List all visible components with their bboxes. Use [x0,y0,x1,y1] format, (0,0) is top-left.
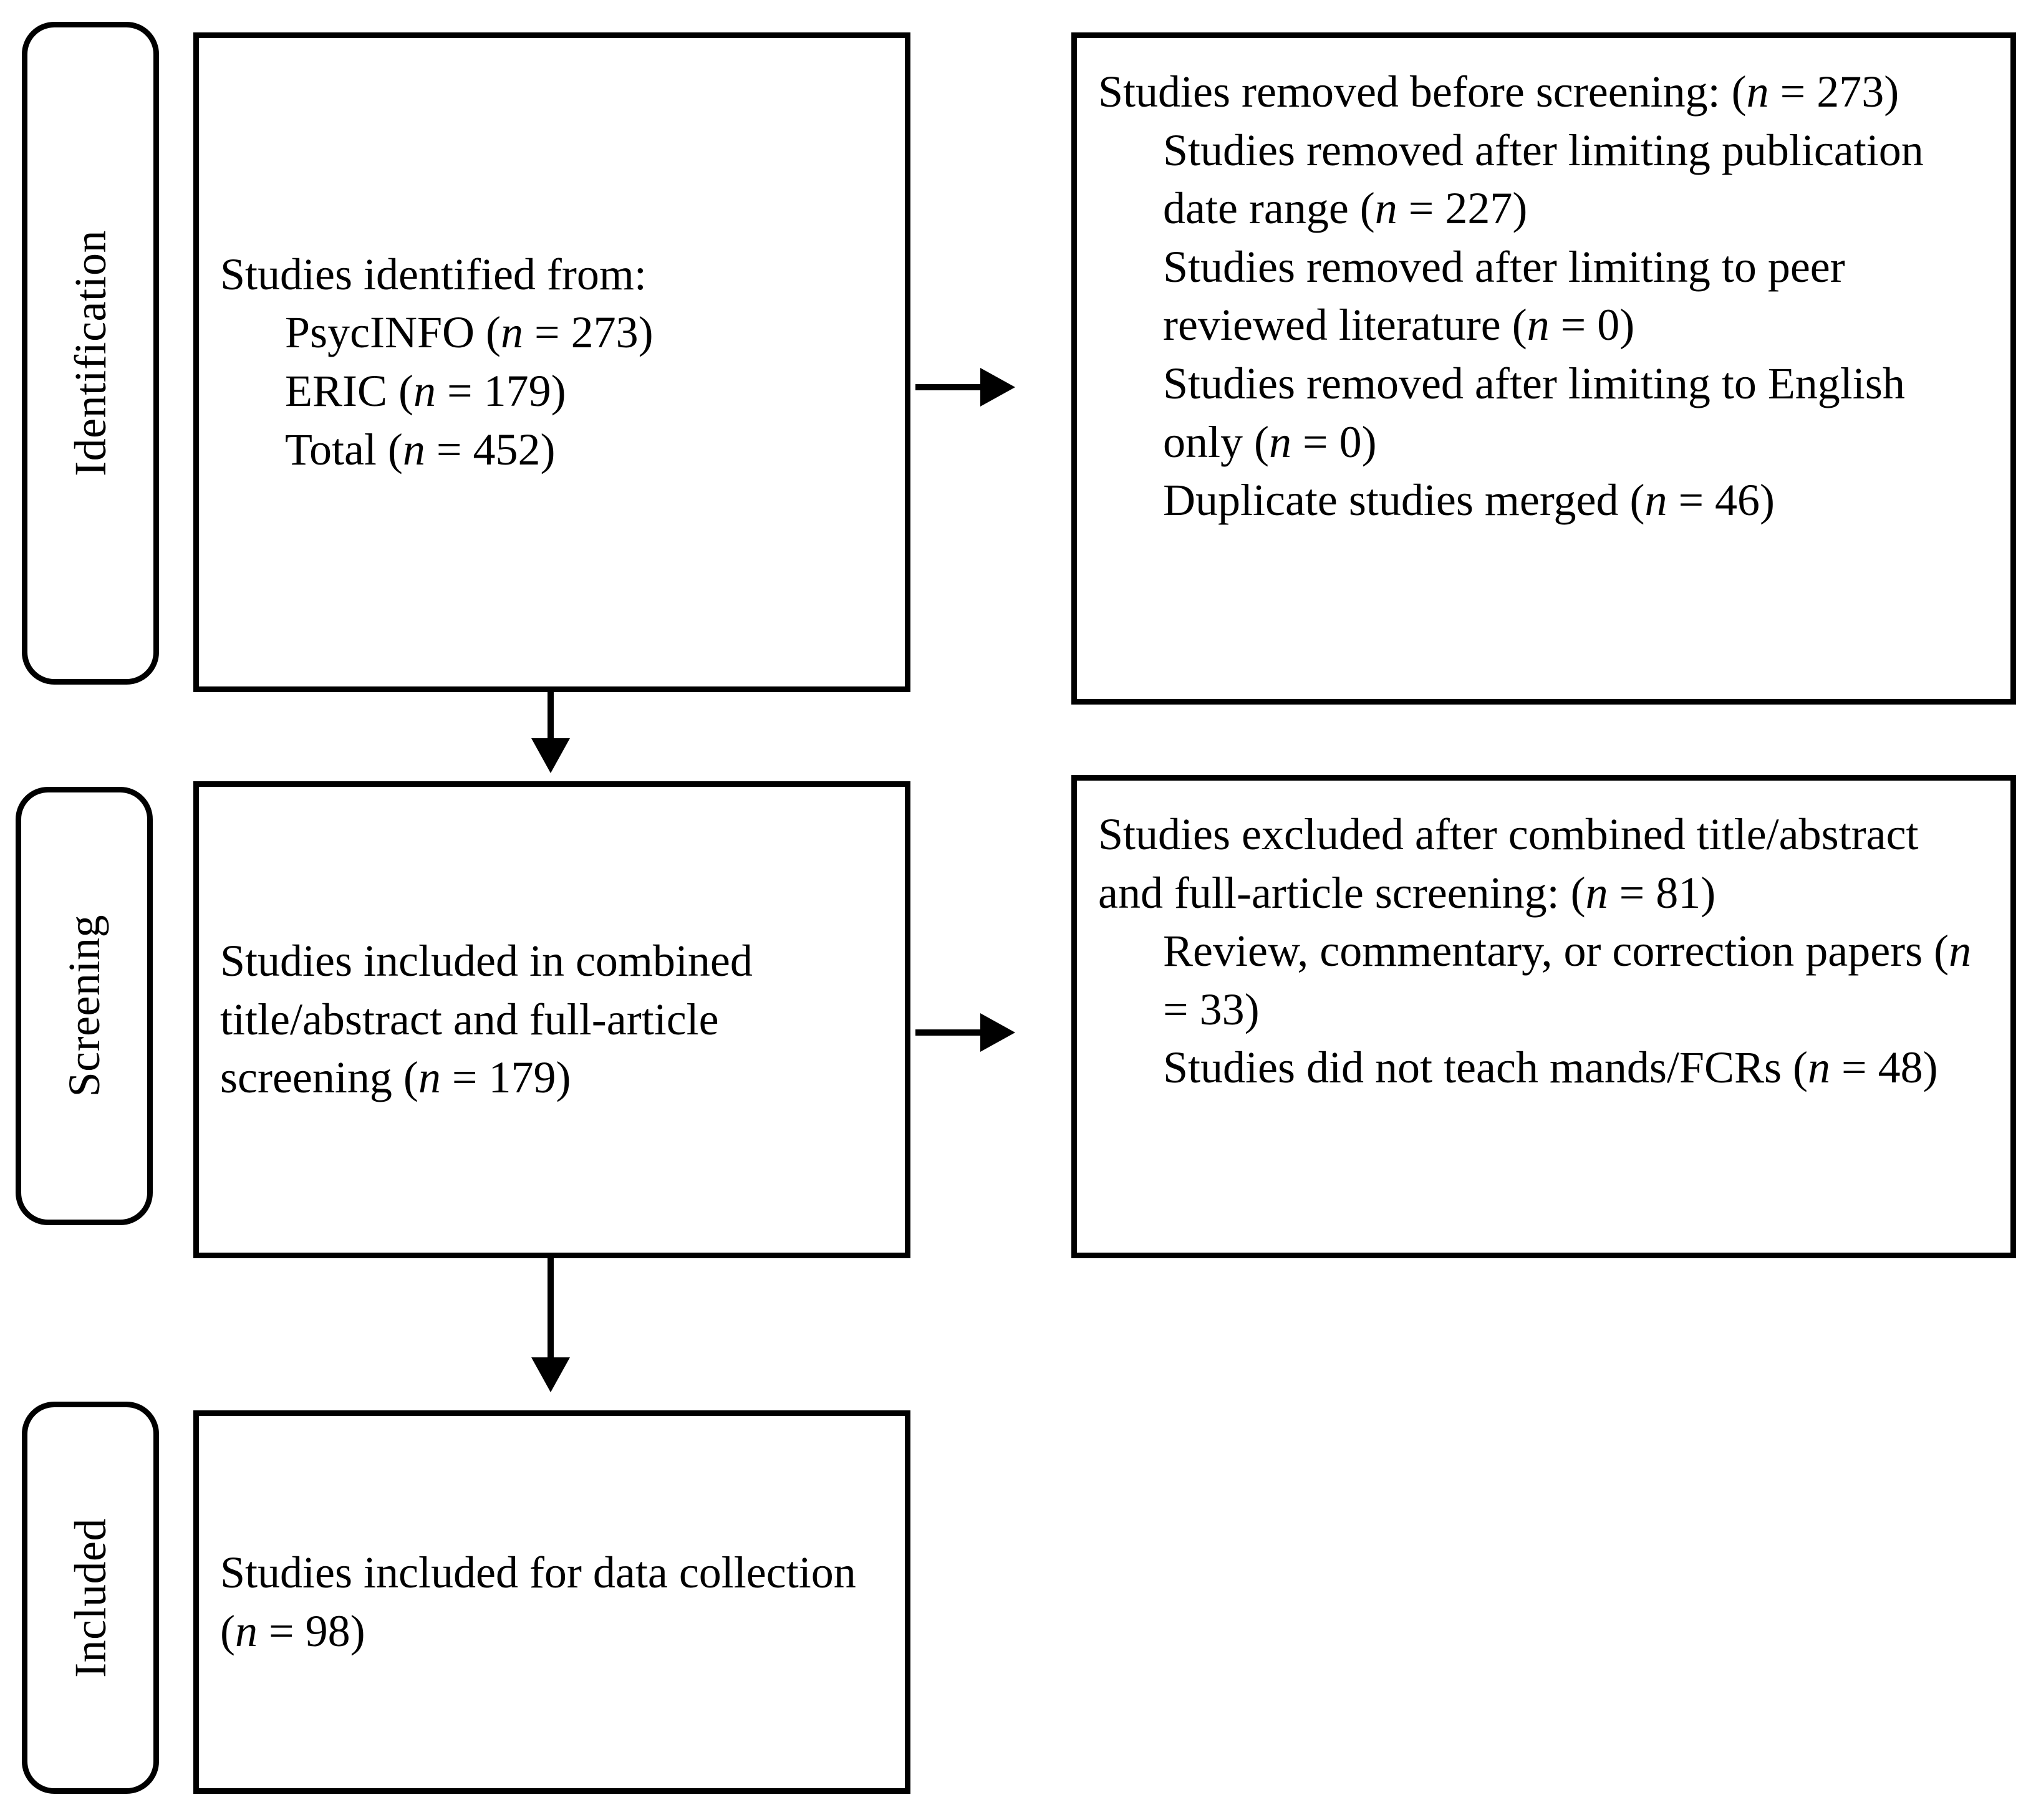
line-identified-from: Studies identified from: [220,249,647,299]
box-studies-excluded-body: Studies excluded after combined title/ab… [1077,781,2010,1097]
arrow-screening-to-excluded [915,1013,1015,1052]
box-studies-included-body: Studies included for data collection (n … [199,1544,905,1660]
arrow-head-down-icon [531,1357,570,1392]
box-studies-included-for-data-collection: Studies included for data collection (n … [193,1410,910,1794]
line-excluded-after-screening: Studies excluded after combined title/ab… [1098,809,1919,918]
line-psycinfo: PsycINFO (n = 273) [285,307,654,358]
arrow-head-right-icon [980,1013,1015,1052]
box-studies-removed-before-screening: Studies removed before screening: (n = 2… [1071,32,2016,705]
box-studies-identified-body: Studies identified from: PsycINFO (n = 2… [199,246,905,479]
arrow-shaft [915,384,981,390]
line-total-identified: Total (n = 452) [285,424,556,474]
arrow-shaft [548,692,554,739]
line-excluded-review-commentary: Review, commentary, or correction papers… [1163,926,1972,1034]
stage-label-identification-text: Identification [65,230,115,476]
line-studies-included-data-collection: Studies included for data collection (n … [220,1547,856,1656]
box-studies-included-in-screening: Studies included in combined title/abstr… [193,781,910,1258]
line-eric: ERIC (n = 179) [285,366,566,416]
line-removed-before-screening: Studies removed before screening: (n = 2… [1098,67,1899,117]
line-removed-peer-reviewed: Studies removed after limiting to peer r… [1163,241,1845,350]
line-removed-date-range: Studies removed after limiting publicati… [1163,125,1924,234]
box-studies-screened-body: Studies included in combined title/abstr… [199,932,905,1107]
box-studies-removed-body: Studies removed before screening: (n = 2… [1077,38,2010,530]
stage-label-screening-text: Screening [59,915,109,1097]
line-removed-english-only: Studies removed after limiting to Englis… [1163,358,1905,467]
arrow-screening-to-included [531,1258,570,1392]
line-duplicates-merged: Duplicate studies merged (n = 46) [1163,475,1775,526]
arrow-identification-to-removed [915,368,1015,407]
line-studies-screened: Studies included in combined title/abstr… [220,936,753,1103]
arrow-shaft [548,1258,554,1359]
box-studies-identified: Studies identified from: PsycINFO (n = 2… [193,32,910,692]
stage-label-included-text: Included [65,1518,115,1678]
arrow-shaft [915,1029,981,1036]
line-excluded-not-mands-fcrs: Studies did not teach mands/FCRs (n = 48… [1163,1042,1938,1093]
stage-label-included: Included [22,1402,159,1794]
stage-label-identification: Identification [22,22,159,685]
arrow-identification-to-screening [531,692,570,773]
stage-label-screening: Screening [16,787,153,1225]
box-studies-excluded-after-screening: Studies excluded after combined title/ab… [1071,775,2016,1258]
arrow-head-down-icon [531,738,570,773]
arrow-head-right-icon [980,368,1015,407]
